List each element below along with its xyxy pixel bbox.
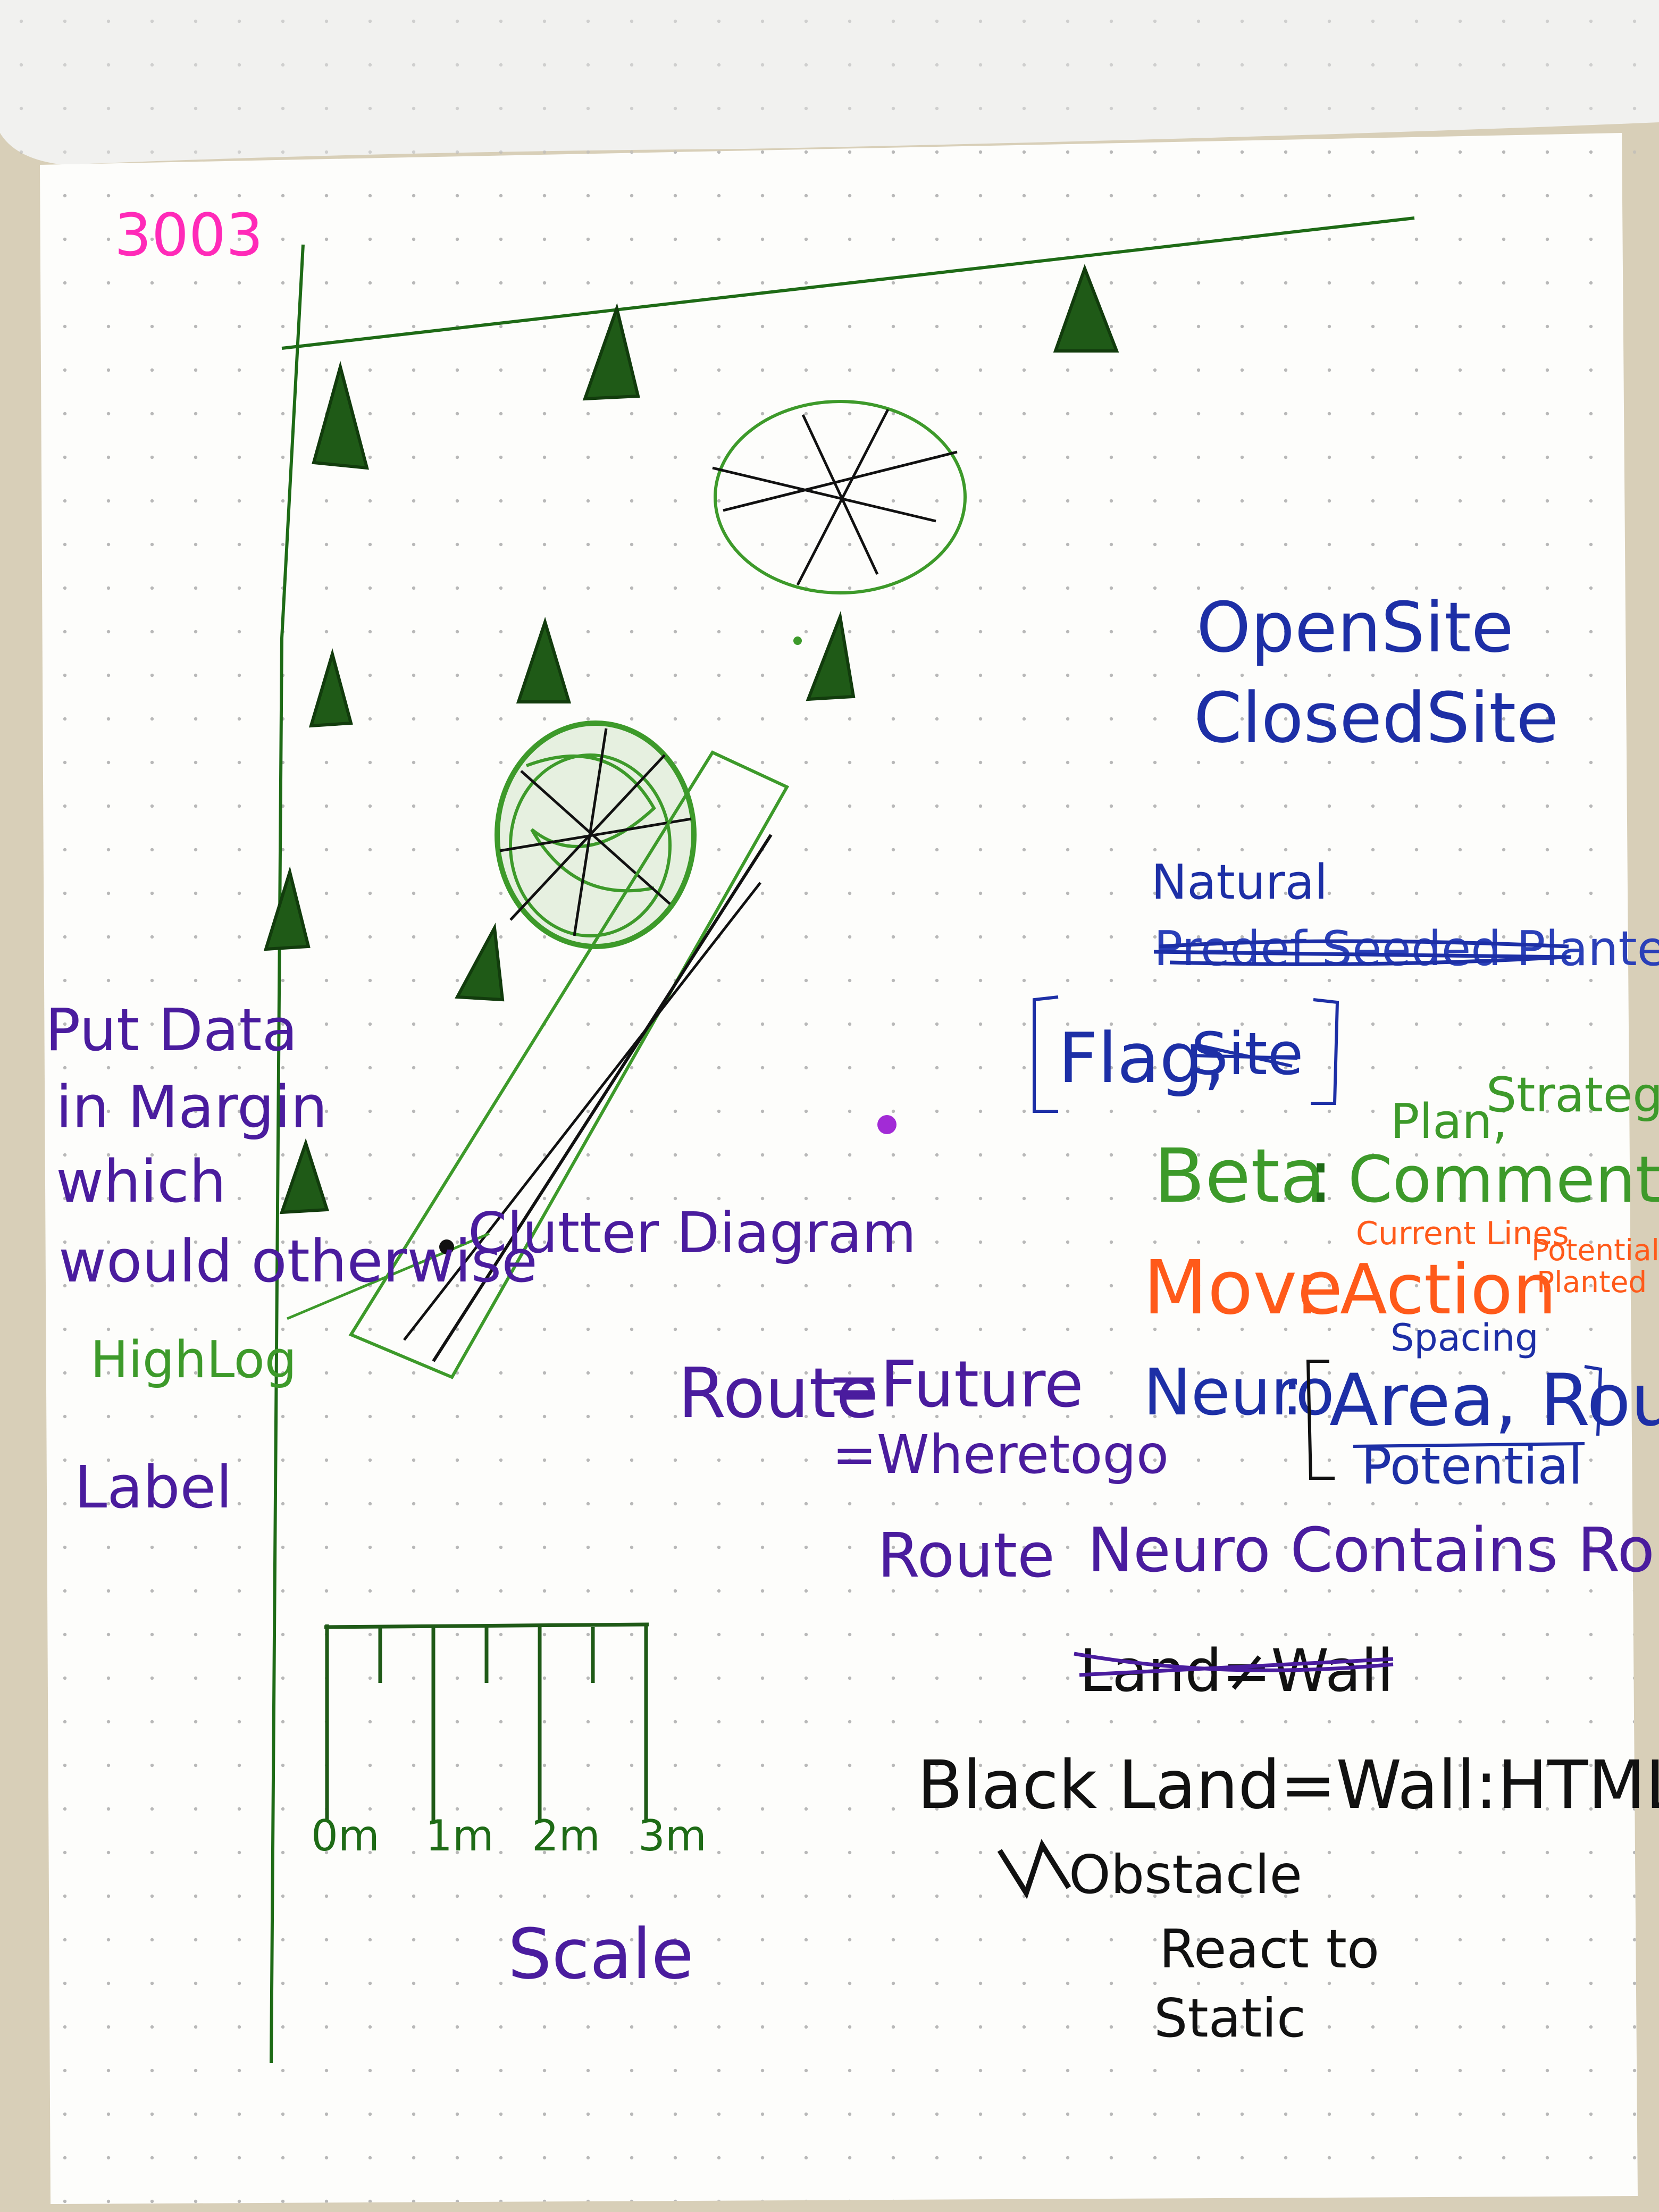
page-number: 3003 [114,201,263,269]
scale-tick-label: 2m [532,1811,600,1861]
neuro-colon: : [1281,1356,1303,1430]
comment-label: Comment [1348,1143,1659,1217]
tree-icon [455,923,505,1002]
flag-label: Flag, [1058,1018,1225,1099]
area-route-label: Area, Route [1329,1359,1659,1442]
current-lines-note: Current Lines [1356,1215,1569,1252]
crossed-options: Predef Seeded Planted [1154,921,1659,977]
ink-dot [793,636,802,645]
black-land-wall-label: Black Land=Wall:HTML [917,1747,1659,1824]
future-word: =Future [827,1348,1084,1422]
strategy-label: Strategy [1486,1067,1659,1123]
scale-label: Scale [508,1914,694,1995]
clutter-diagram-label: Clutter Diagram [468,1201,916,1266]
closed-site-symbol [495,720,697,949]
where-to-go: =Wheretogo [832,1423,1169,1486]
open-site-symbol [712,400,967,594]
beta-label: Beta [1154,1133,1326,1220]
flag-box: Flag, Site [1033,995,1339,1113]
land-wall-crossed: Land≠Wall [1074,1637,1394,1705]
strike-through [1153,939,1572,966]
route-definition: Route =Future =Wheretogo [678,1348,1169,1486]
tree-icon [1053,264,1119,353]
natural-label: Natural [1151,854,1328,910]
tree-icon [516,617,572,703]
tree-icon [312,361,370,470]
site-crossed-label: Site [1191,1020,1303,1088]
tree-icon [308,648,353,728]
tree-icon [806,610,856,701]
site-labels: OpenSite ClosedSite [1194,587,1559,758]
top-boundary-line [281,216,1415,350]
high-log-symbol [287,750,790,1379]
neuro-contains-route: Neuro Contains Route [1087,1515,1659,1586]
spacing-label: Spacing [1390,1316,1539,1360]
scale-tick-label: 0m [311,1811,380,1861]
route-word-2: Route [877,1520,1055,1591]
label-word: Label [74,1453,232,1521]
planted-note: Planted [1537,1265,1647,1299]
route-neuro-line: Route Neuro Contains Route [877,1515,1659,1591]
move-label: Move [1143,1245,1343,1331]
natural-block: Natural Predef Seeded Planted [1151,854,1659,977]
neuro-label: Neuro [1143,1356,1335,1430]
react-to-label: React to [1159,1918,1379,1980]
left-boundary-line [270,244,305,2064]
route-word: Route [678,1353,878,1434]
closed-site-label: ClosedSite [1194,677,1559,758]
action-label: Action [1340,1249,1556,1330]
margin-note-line: would otherwise [58,1227,538,1295]
scale-tick-label: 1m [425,1811,494,1861]
scale-tick-labels: 0m 1m 2m 3m [311,1811,707,1861]
margin-note-line: Put Data [45,996,298,1064]
beta-colon: : [1308,1133,1333,1220]
move-colon: : [1295,1245,1320,1331]
potential-note: Potential [1531,1233,1659,1267]
scale-bar [324,1622,649,1821]
tree-icon [263,866,311,951]
move-block: Current Lines Potential Planted Move : A… [1143,1215,1659,1331]
neuro-block: Spacing Neuro : Area, Route Potential [1143,1316,1659,1496]
margin-note-line: which [56,1147,226,1216]
tree-icon [582,303,640,401]
ink-dot [877,1115,896,1134]
tree-icons [263,264,1119,1214]
high-log-label: HighLog [90,1331,297,1389]
plan-label: Plan, [1390,1094,1507,1150]
margin-note-line: in Margin [56,1073,328,1141]
open-site-label: OpenSite [1196,587,1514,668]
scale-tick-label: 3m [638,1811,707,1861]
beta-block: Strategy Plan, Beta : Comment [1154,1067,1659,1220]
scribble [997,1839,1071,1899]
tree-icon [279,1138,330,1214]
static-label: Static [1154,1987,1306,2049]
margin-note: Put Data in Margin which would otherwise [45,996,538,1295]
obstacle-label: Obstacle [1069,1844,1302,1906]
